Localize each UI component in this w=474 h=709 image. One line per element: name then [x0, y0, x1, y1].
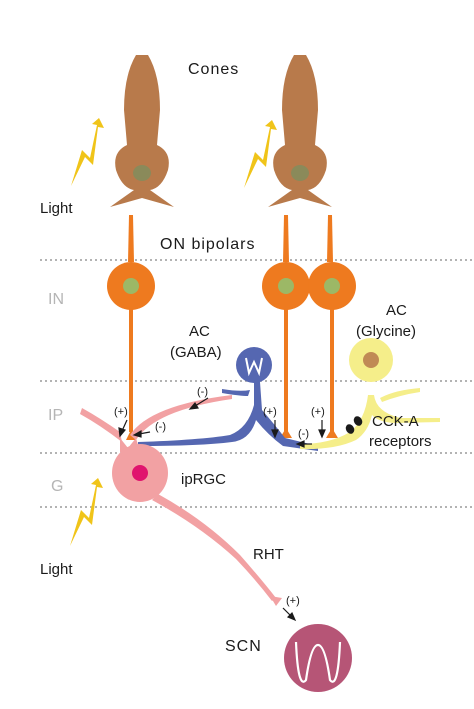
sign-gaba-minus-upper: (-) — [197, 386, 208, 398]
scn-nucleus — [284, 624, 352, 692]
bipolar-cell-middle — [262, 215, 310, 438]
arrows — [118, 397, 326, 622]
lightning-bolt-icon-left — [71, 118, 104, 186]
sign-gaba-minus-lower: (-) — [155, 421, 166, 433]
ac-gaba-label-line1: AC — [189, 323, 210, 340]
cck-label-line2: receptors — [369, 433, 432, 450]
lightning-bolt-icon-middle — [244, 120, 277, 188]
cone-right — [268, 55, 332, 207]
bipolar-cell-left — [107, 215, 155, 440]
sign-bipolar1-plus: (+) — [114, 406, 128, 418]
cone-left — [110, 55, 174, 207]
sign-glycine-minus: (-) — [298, 428, 309, 440]
light-label-top: Light — [40, 200, 73, 217]
amacrine-cell-glycine — [300, 338, 440, 450]
ac-gaba-label-line2: (GABA) — [170, 344, 222, 361]
iprgc-label: ipRGC — [181, 471, 226, 488]
sign-rht-plus: (+) — [286, 595, 300, 607]
cck-a-receptors-icon — [345, 416, 363, 434]
layer-label-in: IN — [48, 291, 64, 308]
cck-label-line1: CCK-A — [372, 413, 419, 430]
ac-glycine-label-line1: AC — [386, 302, 407, 319]
iprgc-nucleus — [132, 465, 148, 481]
rht-label: RHT — [253, 546, 284, 563]
sign-bipolar3-plus: (+) — [311, 406, 325, 418]
iprgc-cell — [80, 395, 282, 606]
ac-glycine-label-line2: (Glycine) — [356, 323, 416, 340]
layer-label-g: G — [51, 478, 63, 495]
lightning-bolt-icon-bottom — [70, 478, 103, 546]
light-label-bottom: Light — [40, 561, 73, 578]
on-bipolars-label: ON bipolars — [160, 236, 255, 253]
sign-bipolar2-plus: (+) — [263, 406, 277, 418]
scn-label: SCN — [225, 638, 262, 655]
cones-label: Cones — [188, 61, 239, 78]
bipolar-cell-right — [308, 215, 356, 438]
layer-label-ip: IP — [48, 407, 63, 424]
